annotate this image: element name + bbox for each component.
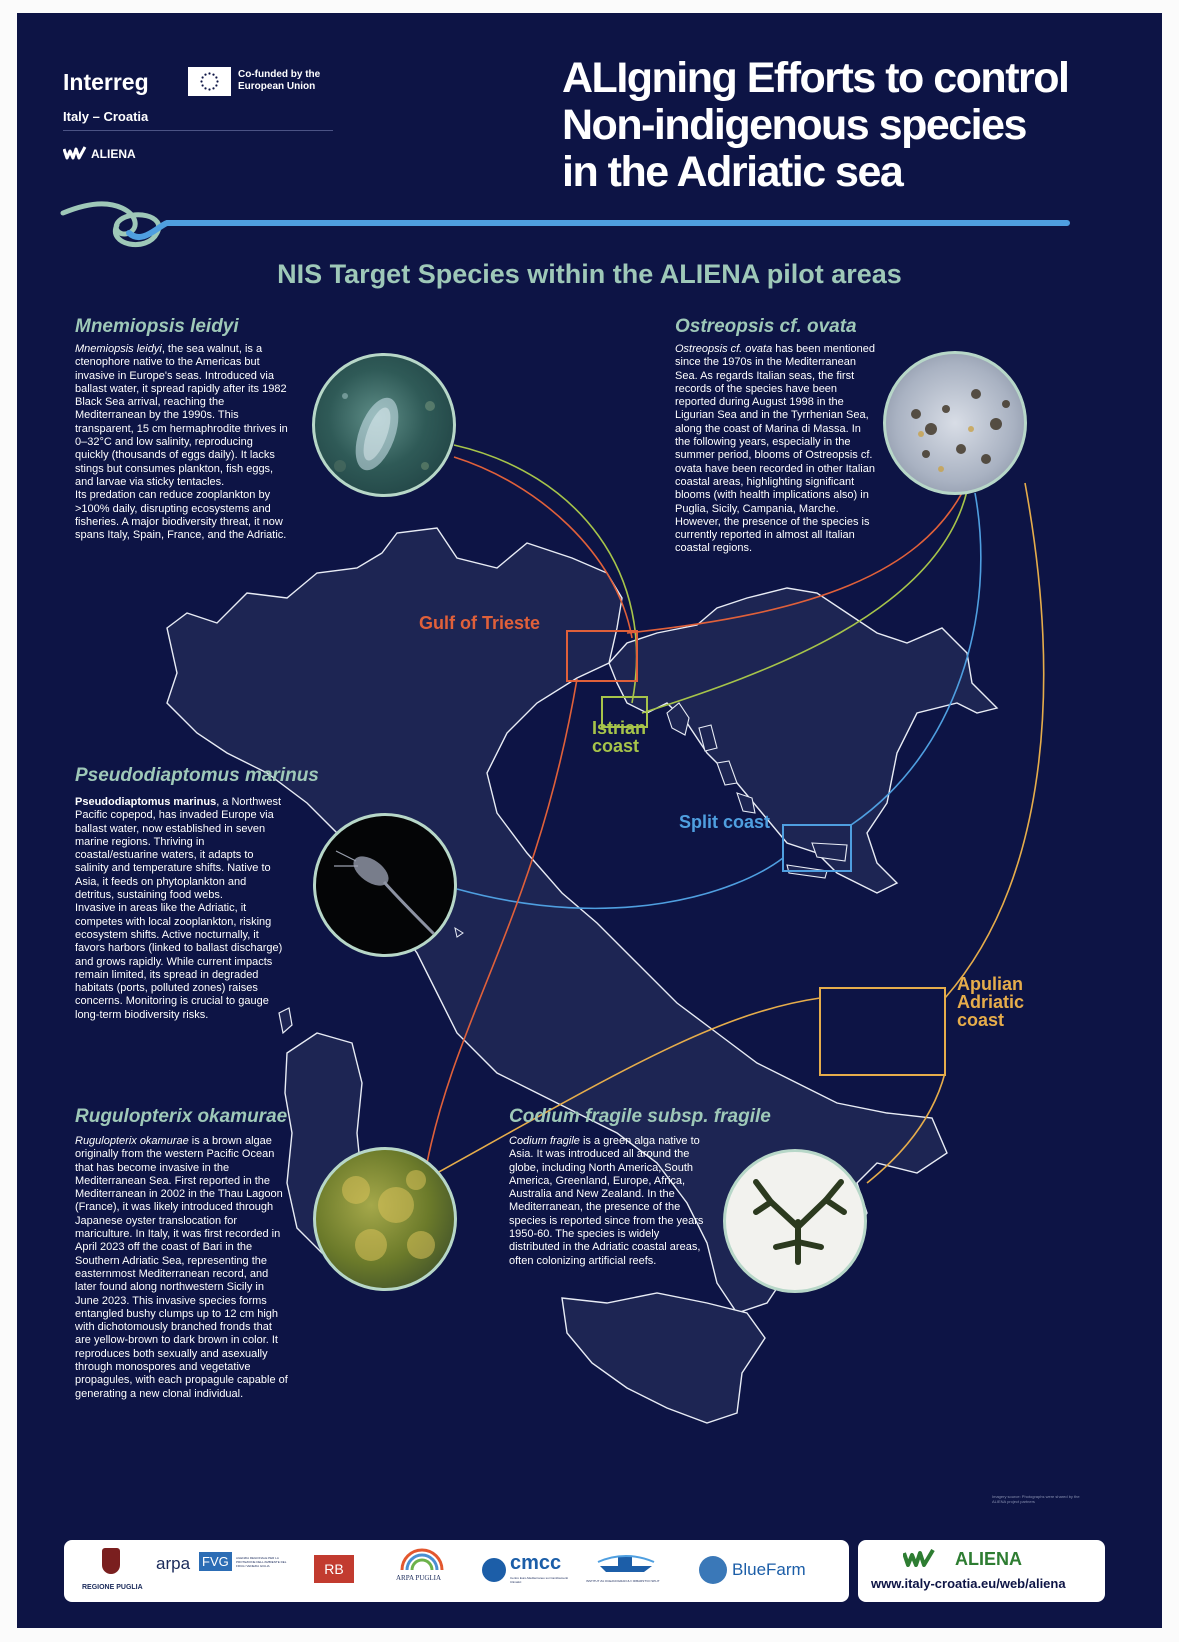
poster-subtitle: NIS Target Species within the ALIENA pil… <box>277 259 902 289</box>
connector-rugulopterix-trieste <box>426 678 578 1164</box>
tiny-island <box>454 926 464 938</box>
box-split-coast <box>782 824 852 872</box>
connector-codium-apulian <box>866 1072 946 1184</box>
logo-rb: RB <box>314 1555 354 1583</box>
aliena-footer-icon <box>902 1548 935 1567</box>
title-line-3: in the Adriatic sea <box>562 148 904 196</box>
poster-title: ALIgning Efforts to control Non-indigeno… <box>562 55 1152 196</box>
aliena-logo-icon <box>62 146 87 160</box>
species-text-pseudodiaptomus: Pseudodiaptomus marinus, a Northwest Pac… <box>75 796 283 1021</box>
species-text-rugulopterix: Rugulopterix okamurae is a brown algae o… <box>75 1135 288 1400</box>
interreg-logo: Interreg <box>63 69 149 95</box>
logo-cmcc: cmcc <box>510 1552 562 1574</box>
species-text-ostreopsis: Ostreopsis cf. ovata has been mentioned … <box>675 343 875 555</box>
connector-ostreopsis-split <box>850 492 982 826</box>
species-title-pseudodiaptomus: Pseudodiaptomus marinus <box>75 765 319 786</box>
corsica-shape <box>278 1007 293 1035</box>
label-gulf-of-trieste: Gulf of Trieste <box>419 613 541 633</box>
connector-mnemiopsis-trieste <box>453 456 633 639</box>
italy-croatia-label: Italy – Croatia <box>63 109 149 124</box>
imagery-credit: Imagery source: Photographs were shared … <box>992 1494 1080 1504</box>
title-line-1: ALIgning Efforts to control <box>562 54 1070 102</box>
connector-ostreopsis-apulian <box>944 482 1045 999</box>
logo-cmcc-sub: Centro Euro-Mediterraneo sui Cambiamenti… <box>510 1576 569 1584</box>
puglia-crest-icon <box>102 1548 120 1574</box>
label-split-coast: Split coast <box>679 812 771 832</box>
project-website-link[interactable]: www.italy-croatia.eu/web/aliena <box>871 1576 1066 1591</box>
photo-mnemiopsis <box>312 353 456 497</box>
photo-ostreopsis <box>883 351 1027 495</box>
species-text-mnemiopsis: Mnemiopsis leidyi, the sea walnut, is a … <box>75 343 288 542</box>
label-istrian-coast: Istrian coast <box>592 718 647 756</box>
sicily-shape <box>561 1292 766 1424</box>
connector-ostreopsis-trieste <box>626 492 963 634</box>
poster: Interreg Co-funded by the European Union… <box>17 13 1162 1628</box>
bluefarm-icon <box>699 1556 727 1584</box>
label-apulian-coast: Apulian Adriatic coast <box>957 974 1025 1030</box>
title-line-2: Non-indigenous species <box>562 101 1027 149</box>
logo-fvg: FVG <box>199 1552 232 1571</box>
logo-izor: INSTITUT ZA OCEANOGRAFIJU I RIBARSTVO SP… <box>586 1579 660 1583</box>
photo-codium <box>723 1149 867 1293</box>
eu-cofunded-text: Co-funded by the European Union <box>238 69 321 92</box>
header-swirl-line <box>126 220 1070 241</box>
aliena-logo-text: ALIENA <box>91 147 136 161</box>
photo-rugulopterix <box>313 1147 457 1291</box>
izor-ship-icon <box>596 1550 656 1574</box>
partner-logos-bar: REGIONE PUGLIA arpa FVG AGENZIA REGIONAL… <box>64 1540 849 1602</box>
species-text-codium: Codium fragile is a green alga native to… <box>509 1135 704 1267</box>
italy-shape <box>166 527 948 1314</box>
species-title-ostreopsis: Ostreopsis cf. ovata <box>675 316 857 337</box>
species-title-codium: Codium fragile subsp. fragile <box>509 1106 771 1127</box>
box-gulf-of-trieste <box>566 630 638 682</box>
rainbow-logo-icon <box>397 1546 447 1572</box>
adriatic-map <box>60 201 1070 1424</box>
connector-ostreopsis-istrian <box>641 490 968 714</box>
logo-bluefarm: BlueFarm <box>732 1560 806 1579</box>
islands-shape <box>666 702 848 879</box>
species-title-mnemiopsis: Mnemiopsis leidyi <box>75 316 239 337</box>
box-apulian-coast <box>819 987 946 1076</box>
logo-fvg-sub: AGENZIA REGIONALE PER LA PROTEZIONE DELL… <box>236 1556 287 1568</box>
logo-arpa: arpa <box>156 1554 191 1573</box>
logo-regione-puglia: REGIONE PUGLIA <box>82 1584 143 1591</box>
photo-pseudodiaptomus <box>313 813 457 957</box>
box-istrian-coast <box>601 696 648 728</box>
aliena-contact-box: ALIENA www.italy-croatia.eu/web/aliena <box>858 1540 1105 1602</box>
eu-flag-icon <box>188 67 231 96</box>
logo-arpa-puglia: ARPA PUGLIA <box>396 1574 442 1582</box>
header-swirl <box>60 201 162 248</box>
cmcc-swirl-icon <box>482 1558 506 1582</box>
croatia-shape <box>608 587 999 894</box>
footer-aliena-label: ALIENA <box>955 1549 1022 1569</box>
connector-rugulopterix-apulian <box>436 997 821 1174</box>
species-title-rugulopterix: Rugulopterix okamurae <box>75 1106 288 1127</box>
header-divider <box>63 130 333 131</box>
